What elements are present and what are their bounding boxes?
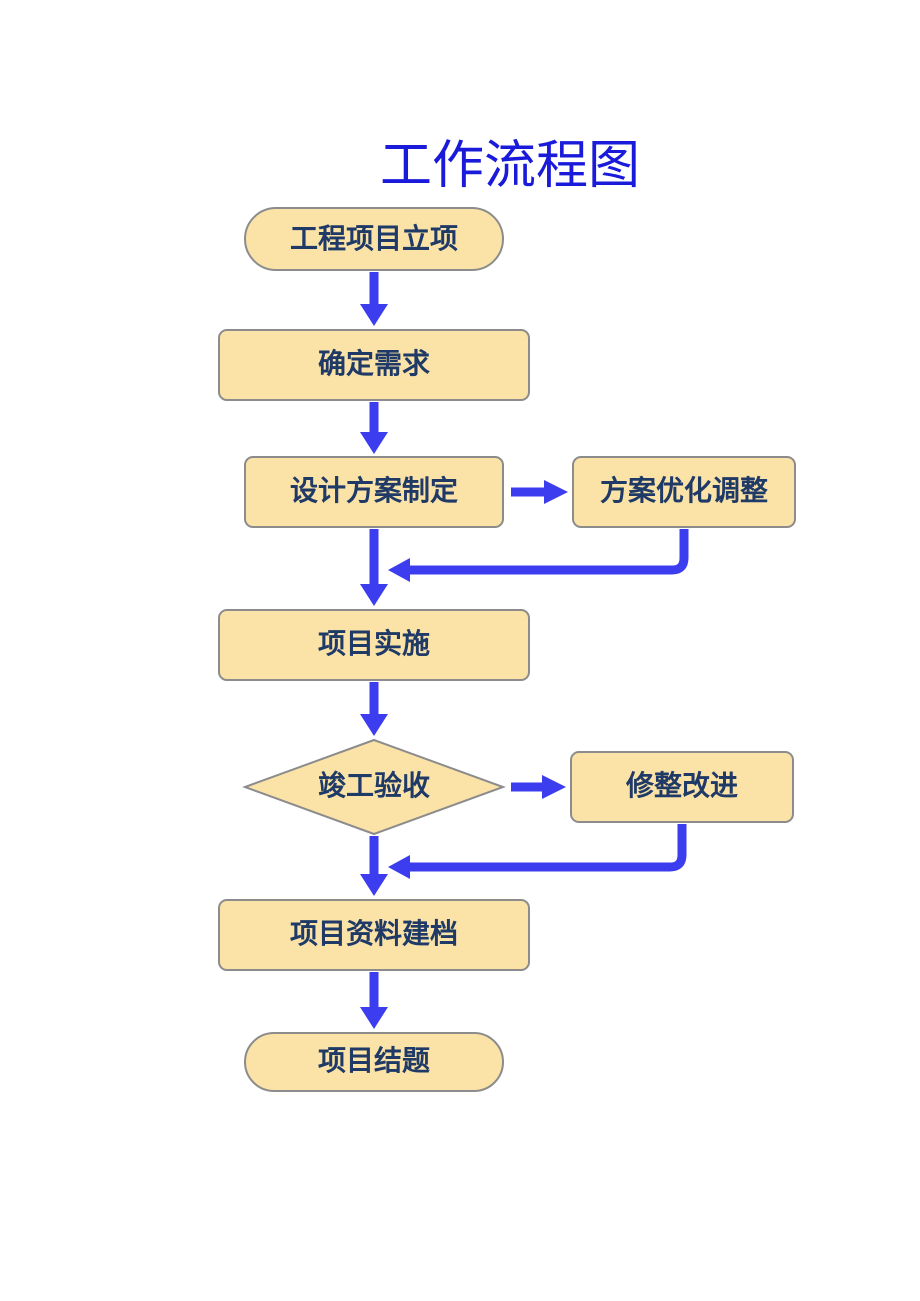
node-end-shape	[244, 1032, 504, 1092]
arrow-acceptance-to-archive	[360, 836, 388, 896]
node-archive-label: 项目资料建档	[290, 917, 458, 950]
node-requirements-label: 确定需求	[318, 347, 430, 380]
node-rectify-shape	[570, 751, 794, 823]
arrow-design-to-optimize	[511, 480, 568, 504]
node-acceptance-shape	[242, 738, 506, 836]
arrow-optimize-return	[388, 529, 689, 582]
node-archive-shape	[218, 899, 530, 971]
node-rectify-label: 修整改进	[625, 769, 738, 802]
arrow-rectify-return	[388, 824, 687, 879]
node-start-shape	[244, 207, 504, 271]
node-design-optimize-shape	[572, 456, 796, 528]
node-implement-shape	[218, 609, 530, 681]
node-design-shape	[244, 456, 504, 528]
node-design-optimize-label: 方案优化调整	[600, 474, 768, 507]
arrow-design-to-implement	[360, 529, 388, 606]
arrow-acceptance-to-rectify	[511, 775, 566, 799]
node-acceptance-label: 竣工验收	[318, 769, 430, 802]
node-end-label: 项目结题	[318, 1044, 430, 1077]
diagram-title: 工作流程图	[379, 136, 640, 196]
arrow-archive-to-end	[360, 972, 388, 1029]
arrow-requirements-to-design	[360, 402, 388, 454]
arrow-start-to-requirements	[360, 272, 388, 326]
node-implement-label: 项目实施	[318, 627, 430, 660]
arrow-implement-to-acceptance	[360, 682, 388, 736]
node-start-label: 工程项目立项	[290, 222, 458, 255]
node-design-label: 设计方案制定	[290, 474, 458, 507]
node-requirements-shape	[218, 329, 530, 401]
